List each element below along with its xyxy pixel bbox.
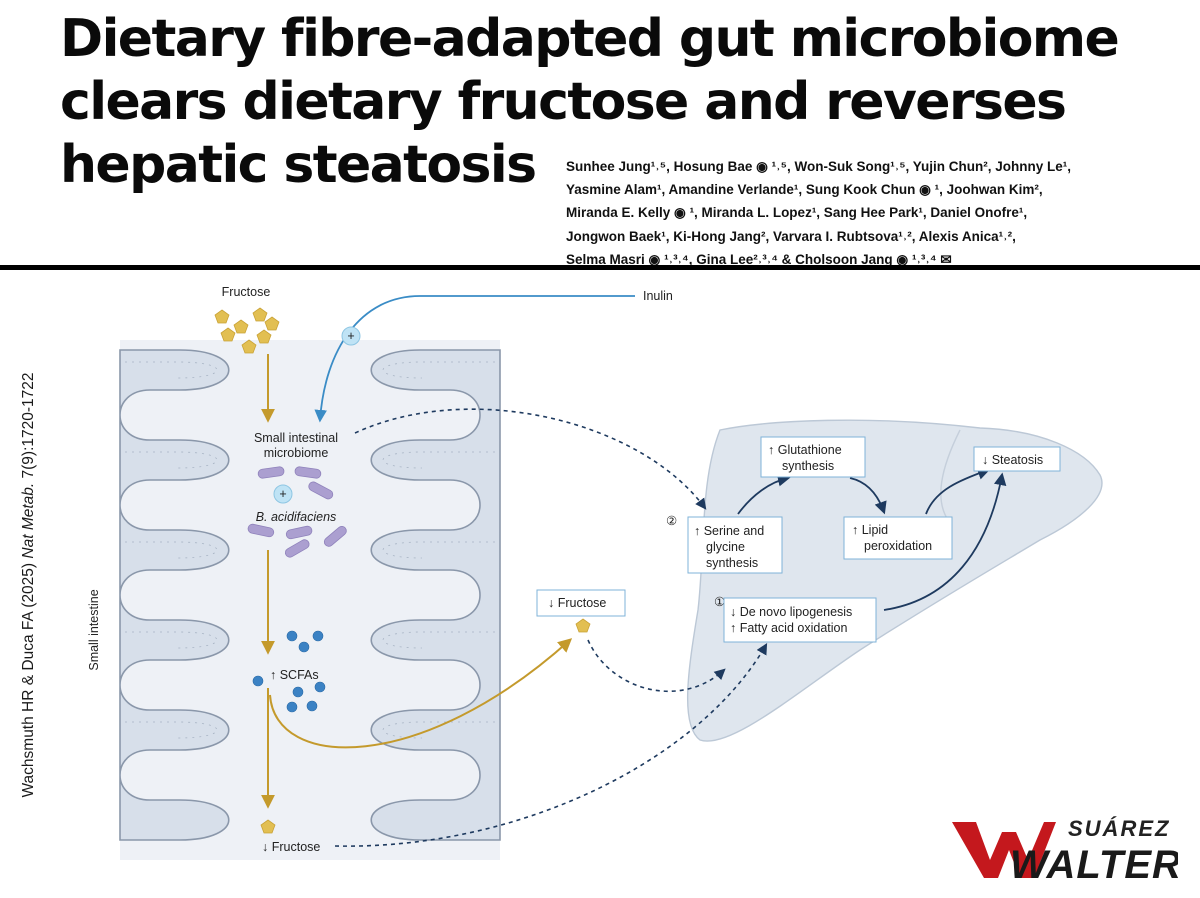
fructose-pentagon-icon	[575, 618, 591, 633]
denovo-line1: ↓ De novo lipogenesis	[730, 605, 852, 619]
scfa-dot-icon	[312, 630, 324, 642]
fructose-pentagon-icon	[252, 307, 268, 322]
fructose-pentagon-icon	[260, 819, 276, 834]
author-line-1: Sunhee Jung¹˒⁵, Hosung Bae ◉ ¹˒⁵, Won-Su…	[566, 159, 1072, 174]
fructose-pentagon-icon	[264, 316, 280, 331]
microbiome-label-line2: microbiome	[264, 446, 329, 460]
scfa-dot-icon	[252, 675, 264, 687]
article-title: Dietary fibre-adapted gut microbiome cle…	[60, 8, 1180, 197]
logo-w-mark	[952, 822, 1056, 878]
title-line-3: hepatic steatosis	[60, 135, 537, 195]
author-list: Sunhee Jung¹˒⁵, Hosung Bae ◉ ¹˒⁵, Won-Su…	[566, 155, 1196, 271]
small-intestine-label: Small intestine	[87, 589, 101, 670]
bacteria-rod-icon	[257, 466, 285, 479]
fructose-top-label: Fructose	[222, 285, 271, 299]
logo-top-text: SUÁREZ	[1068, 816, 1170, 841]
fructose-pentagon-icon	[214, 309, 230, 324]
title-line-2: clears dietary fructose and reverses	[60, 72, 1067, 132]
bacteria-rod-icon	[247, 523, 275, 538]
arrow-denovo-to-steatosis	[883, 472, 1007, 611]
fructose-pentagon-icon	[256, 329, 272, 344]
title-line-1: Dietary fibre-adapted gut microbiome	[60, 9, 1120, 69]
bacteria-rod-icon	[294, 466, 322, 479]
bacteria-rod-icon	[323, 526, 347, 547]
scfa-cluster	[252, 630, 326, 713]
author-line-4: Jongwon Baek¹, Ki-Hong Jang², Varvara I.…	[566, 228, 1016, 244]
fructose-box-label: ↓ Fructose	[548, 596, 606, 610]
intestine-lumen	[120, 340, 500, 860]
dashed-arrow-fructose-to-denovo	[587, 639, 726, 693]
inulin-label: Inulin	[643, 289, 673, 303]
gold-arrow-to-liver-fructose	[269, 638, 573, 749]
liver-shape	[687, 419, 1103, 742]
plus-badge-top: +	[347, 329, 354, 343]
right-villi-wall	[370, 349, 501, 841]
pathway-diagram: Small intestine Fructose Inulin + Small …	[87, 285, 1103, 860]
scfa-dot-icon	[292, 686, 304, 698]
arrow-glutathione-to-lipid	[849, 477, 887, 515]
serine-line1: ↑ Serine and	[694, 524, 764, 538]
lipid-line1: ↑ Lipid	[852, 523, 888, 537]
bacteria-rod-icon	[285, 525, 313, 540]
steatosis-box	[973, 446, 1061, 472]
plus-badge-bacteria: +	[279, 487, 286, 501]
lipid-peroxidation-box	[843, 516, 953, 560]
liver-lobe-line	[940, 429, 961, 521]
author-line-2: Yasmine Alam¹, Amandine Verlande¹, Sung …	[566, 182, 1043, 198]
serine-circle-number: ②	[666, 514, 677, 528]
denovo-line2: ↑ Fatty acid oxidation	[730, 621, 847, 635]
header-divider	[0, 265, 1200, 270]
scfa-dot-icon	[298, 641, 310, 653]
denovo-circle-number: ①	[714, 595, 725, 609]
serine-line3: synthesis	[706, 556, 758, 570]
logo-main-text: WALTER	[1010, 843, 1178, 884]
villi-texture-left	[125, 361, 218, 739]
fructose-pentagon-icon	[220, 327, 236, 342]
scfas-label: ↑ SCFAs	[270, 668, 319, 682]
bacteria-rod-icon	[284, 539, 310, 558]
dashed-arrow-microbiome-to-serine	[354, 408, 707, 510]
fructose-pentagon-icon	[241, 339, 257, 354]
fructose-bottom-label: ↓ Fructose	[262, 840, 320, 854]
arrow-lipid-to-steatosis	[925, 467, 991, 515]
plus-badge-icon	[341, 326, 361, 346]
bacteria-cluster	[247, 466, 347, 558]
serine-glycine-box	[687, 516, 783, 574]
lipid-line2: peroxidation	[864, 539, 932, 553]
denovo-lipogenesis-box	[723, 597, 877, 643]
bacteria-rod-icon	[308, 481, 334, 500]
villi-texture-right	[382, 361, 495, 739]
glutathione-line2: synthesis	[782, 459, 834, 473]
author-line-5: Selma Masri ◉ ¹˒³˒⁴, Gina Lee²˒³˒⁴ & Cho…	[566, 251, 952, 267]
left-villi-wall	[119, 349, 230, 841]
scfa-dot-icon	[314, 681, 326, 693]
glutathione-line1: ↑ Glutathione	[768, 443, 842, 457]
arrow-serine-to-glutathione	[737, 474, 791, 515]
fructose-box	[536, 589, 626, 617]
scfa-dot-icon	[306, 700, 318, 712]
scfa-dot-icon	[286, 630, 298, 642]
steatosis-label: ↓ Steatosis	[982, 453, 1043, 467]
serine-line2: glycine	[706, 540, 745, 554]
glutathione-box	[760, 436, 866, 478]
author-line-3: Miranda E. Kelly ◉ ¹, Miranda L. Lopez¹,…	[566, 205, 1028, 221]
fructose-cluster	[214, 307, 280, 354]
plus-badge-icon	[273, 484, 293, 504]
fructose-pentagon-icon	[233, 319, 249, 334]
bacteria-label: B. acidifaciens	[256, 510, 337, 524]
dashed-arrow-bottom-fructose-to-denovo	[334, 643, 768, 847]
scfa-dot-icon	[286, 701, 298, 713]
microbiome-label-line1: Small intestinal	[254, 431, 338, 445]
walter-suarez-logo: SUÁREZ WALTER	[952, 816, 1178, 884]
